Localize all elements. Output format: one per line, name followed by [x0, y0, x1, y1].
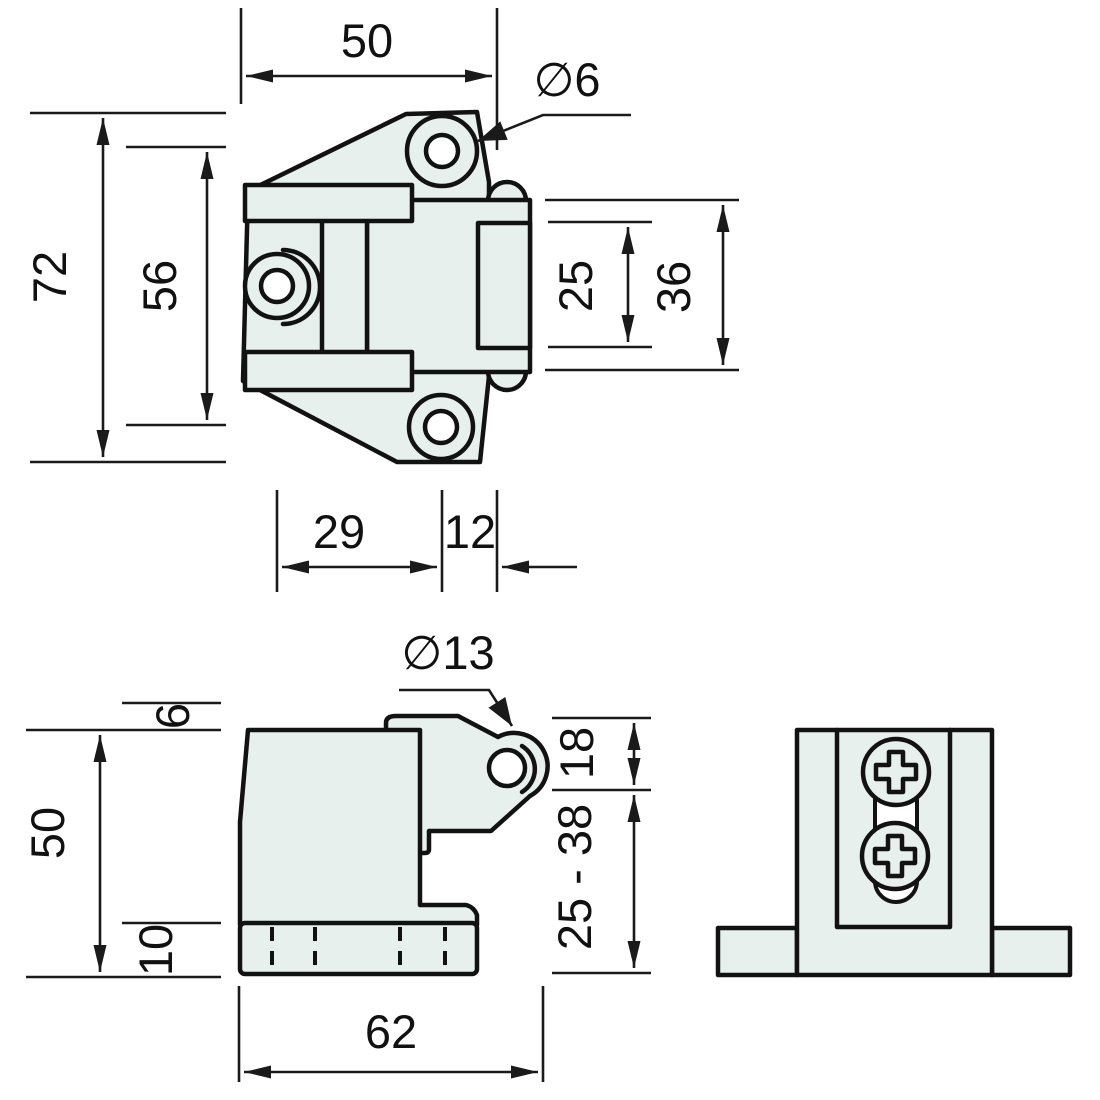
dim-base-label: 10 — [129, 924, 182, 976]
dim-hole-spacing-label: 56 — [133, 260, 186, 312]
dim-overall-height-label: 72 — [23, 251, 76, 303]
screw-top-phillips-icon — [873, 749, 919, 795]
left-hole — [258, 267, 296, 305]
dim-lip-label: 6 — [146, 703, 199, 729]
flange-right — [989, 925, 1073, 978]
roller-hole — [486, 747, 528, 789]
bottom-ear-hole — [422, 408, 460, 446]
dim-plate-height-label: 25 — [549, 260, 602, 312]
hole-dia-leader — [477, 113, 631, 143]
top-ear-hole — [423, 132, 461, 170]
dim-hole-offset-label: 29 — [313, 505, 365, 558]
dim-latch-height-label: 36 — [647, 261, 700, 313]
base-plate — [237, 920, 480, 977]
dim-edge-offset-label: 12 — [444, 505, 496, 558]
lower-bar — [242, 349, 415, 393]
top-view: 50 ∅6 72 56 36 25 29 12 — [23, 8, 739, 592]
dim-roller-dia-label: ∅13 — [401, 626, 494, 679]
dim-width-label: 50 — [341, 14, 393, 67]
strike-plate — [475, 220, 533, 351]
dim-length-label: 62 — [365, 1005, 417, 1058]
dim-body-height-label: 50 — [21, 807, 74, 859]
side-view: ∅13 6 50 10 18 25 - 38 62 — [21, 626, 651, 1082]
dim-head-label: 18 — [550, 727, 603, 779]
upper-bar — [242, 182, 415, 224]
front-view — [715, 727, 1073, 978]
dim-adjust-label: 25 - 38 — [548, 804, 601, 950]
slider-column — [319, 203, 370, 369]
screw-bottom-phillips-icon — [872, 833, 918, 879]
left-hole-boss-arc — [280, 247, 323, 327]
recess-outline — [834, 727, 953, 930]
dim-hole-dia-label: ∅6 — [533, 53, 600, 106]
roller-dia-leader — [399, 688, 514, 727]
flange-left — [715, 925, 800, 978]
roller-edge-arc — [519, 743, 538, 795]
